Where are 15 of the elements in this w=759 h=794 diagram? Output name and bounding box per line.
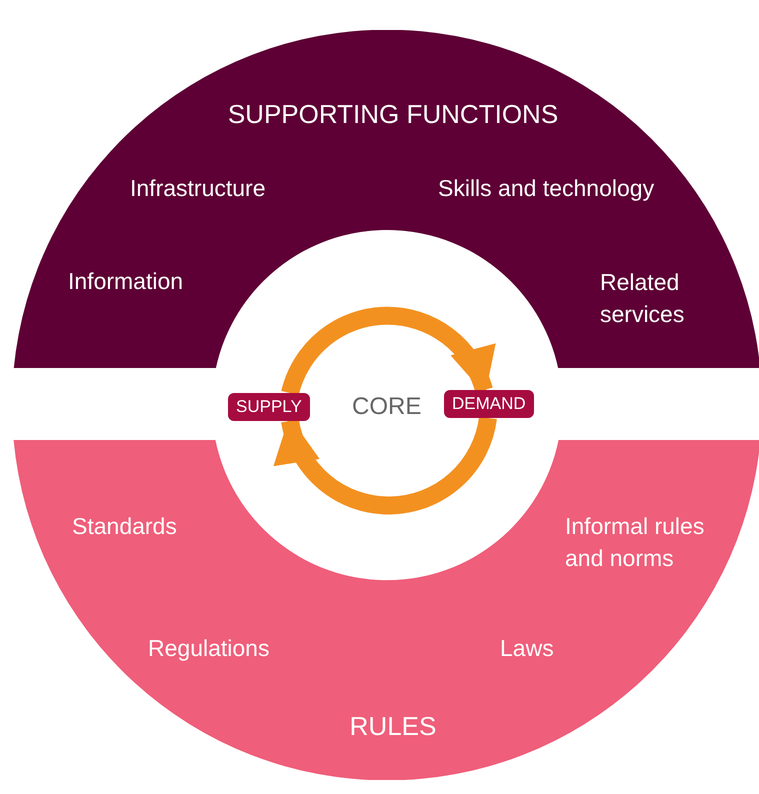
section-heading: RULES: [350, 710, 436, 742]
category-label: Informal rules and norms: [565, 512, 706, 573]
category-label: Regulations: [148, 634, 270, 663]
center-label: CORE: [352, 392, 422, 422]
tag-label: SUPPLY: [228, 393, 310, 421]
category-label: Laws: [500, 634, 554, 663]
cycle-arrow: [281, 306, 493, 396]
category-label: Infrastructure: [130, 174, 266, 203]
category-label: Standards: [72, 512, 177, 541]
tag-label: DEMAND: [444, 390, 534, 418]
cycle-arrow: [276, 416, 497, 514]
category-label: Information: [68, 267, 184, 296]
section-heading: SUPPORTING FUNCTIONS: [228, 98, 558, 130]
category-label: Related services: [600, 268, 686, 329]
category-label: Skills and technology: [438, 174, 654, 203]
